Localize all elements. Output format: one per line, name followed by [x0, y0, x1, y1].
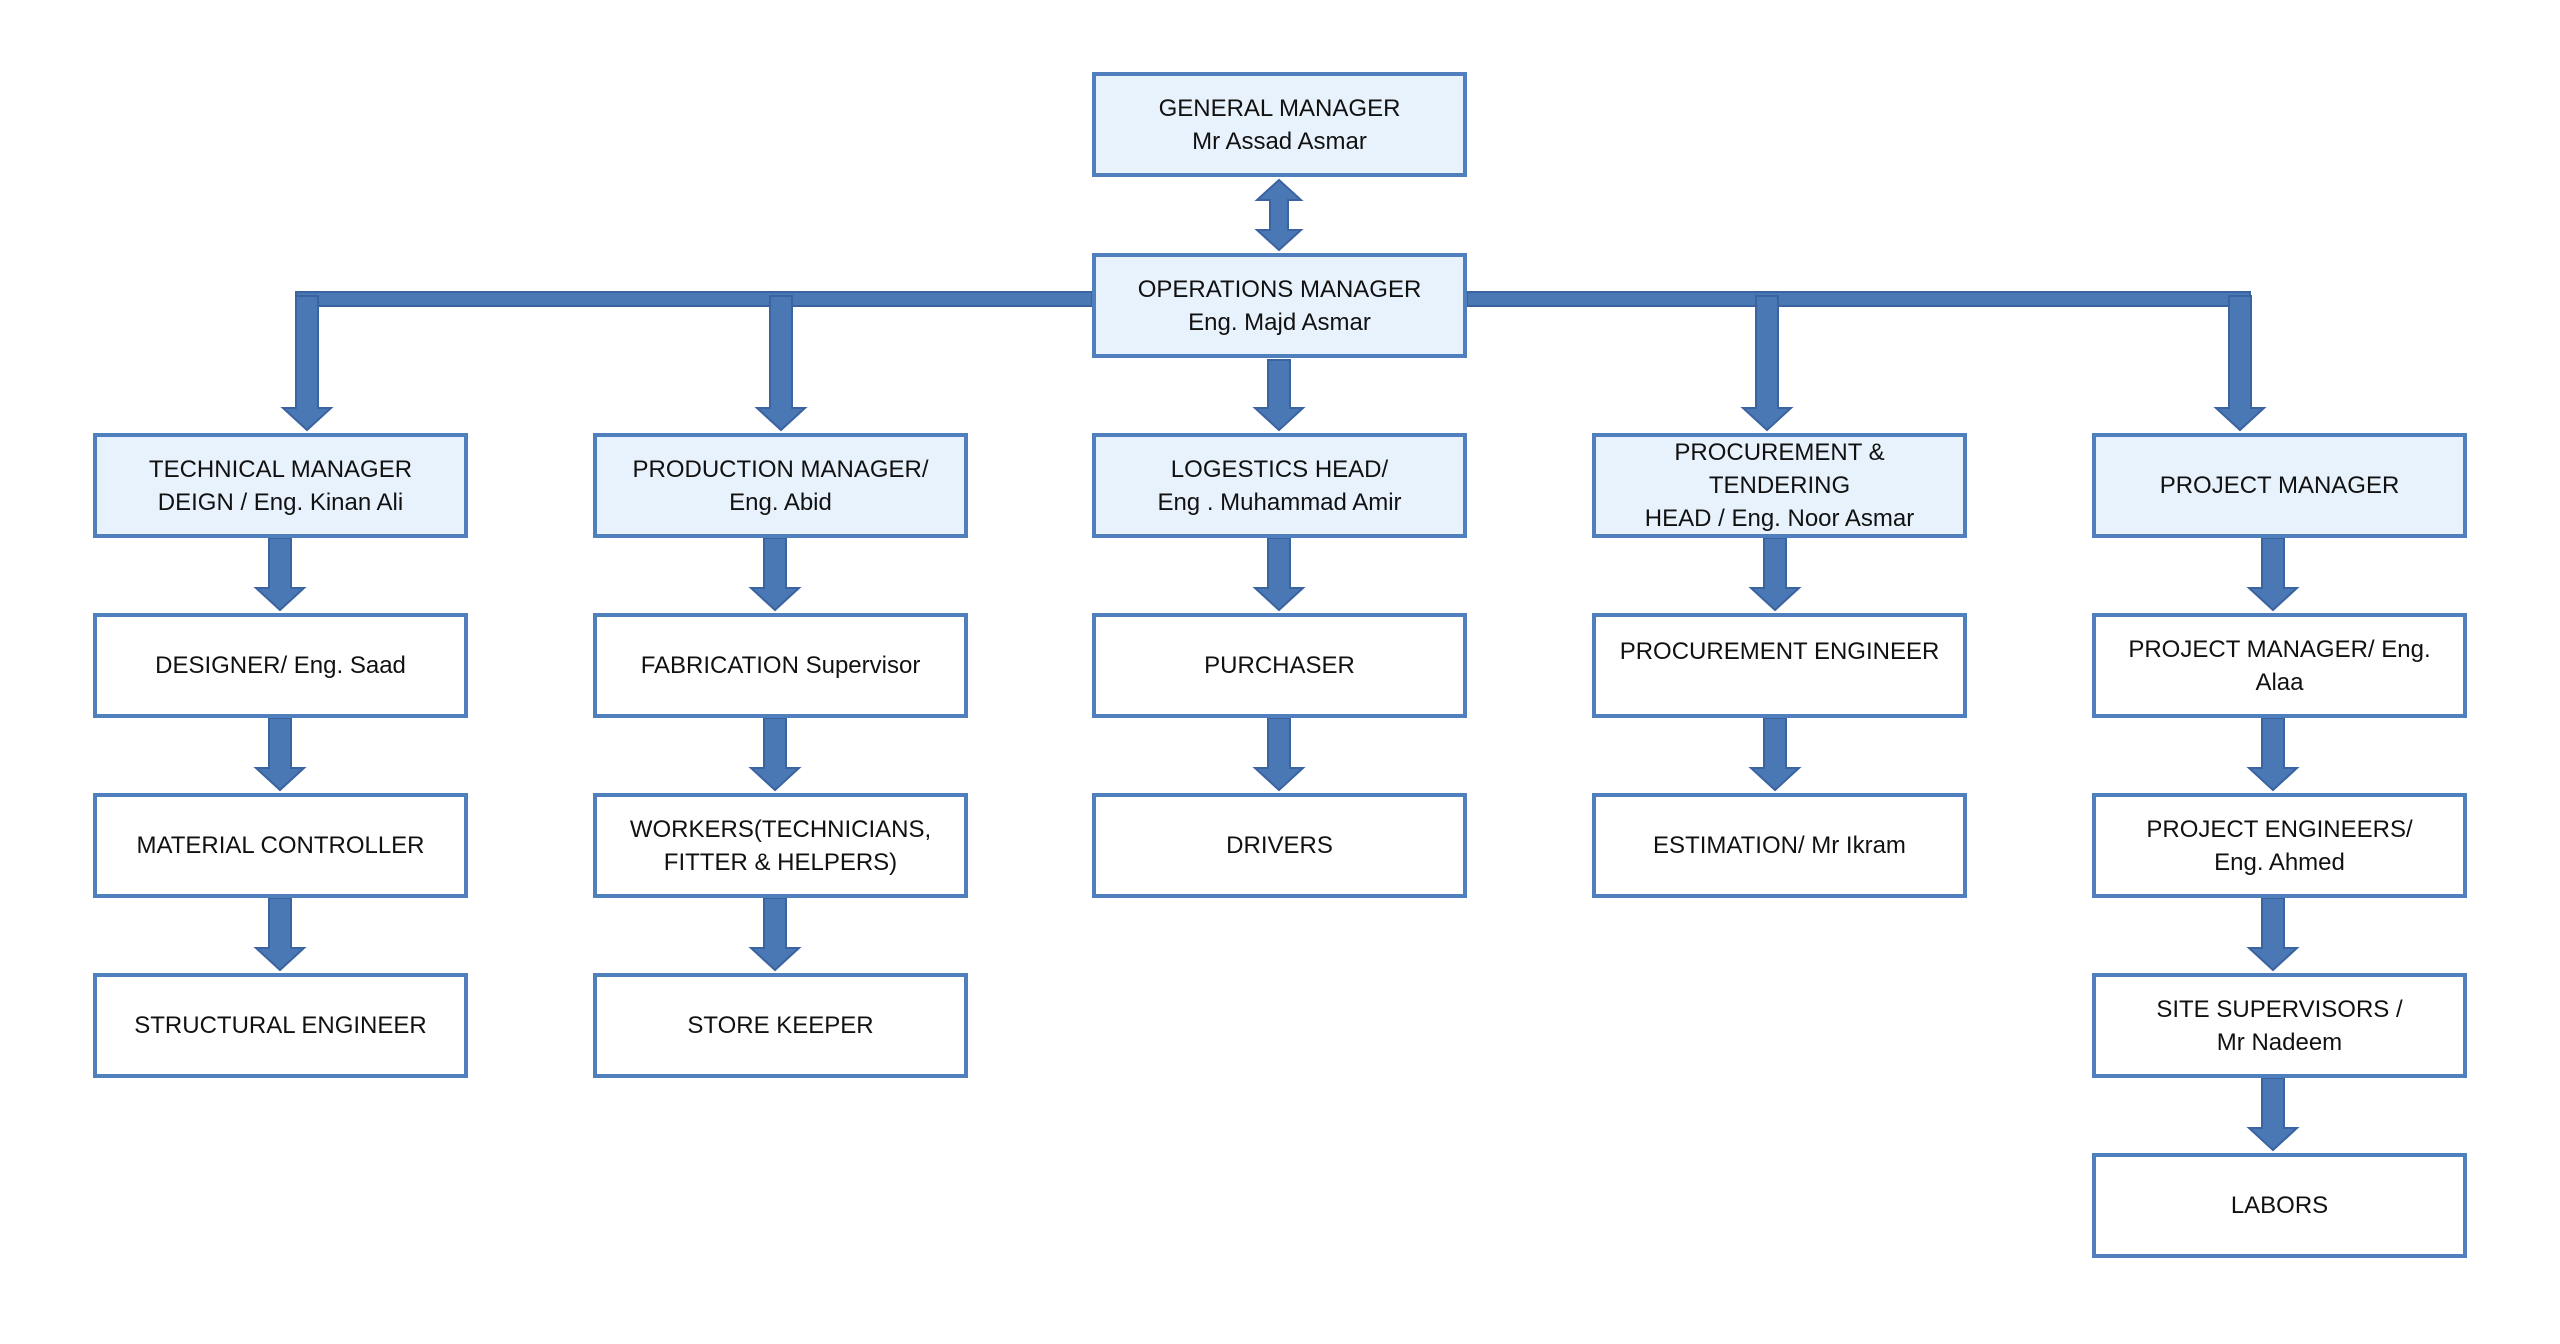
box-line: DESIGNER/ Eng. Saad	[155, 652, 406, 679]
chain-arrow-col5-4	[2246, 1077, 2300, 1152]
chain-arrow-col1-2	[253, 717, 307, 792]
box-line: FITTER & HELPERS)	[663, 848, 898, 876]
chain-arrow-col3-2	[1252, 717, 1306, 792]
box-line: TECHNICAL MANAGER	[148, 455, 413, 483]
drop-arrow-technical	[280, 295, 334, 432]
box-line: DEIGN / Eng. Kinan Ali	[157, 488, 404, 516]
general-manager-box: GENERAL MANAGER Mr Assad Asmar	[1092, 72, 1467, 177]
drop-arrow-procurement	[1740, 295, 1794, 432]
project-manager-alaa-box: PROJECT MANAGER/ Eng. Alaa	[2092, 613, 2467, 718]
box-line: PROJECT ENGINEERS/	[2146, 815, 2413, 843]
site-supervisors-box: SITE SUPERVISORS / Mr Nadeem	[2092, 973, 2467, 1078]
chain-arrow-col5-3	[2246, 897, 2300, 972]
operations-manager-box: OPERATIONS MANAGER Eng. Majd Asmar	[1092, 253, 1467, 358]
procurement-head-box: PROCUREMENT & TENDERING HEAD / Eng. Noor …	[1592, 433, 1967, 538]
chain-arrow-col1-1	[253, 537, 307, 612]
logistics-head-box: LOGESTICS HEAD/Eng . Muhammad Amir	[1092, 433, 1467, 538]
box-line: DRIVERS	[1226, 832, 1333, 859]
bus-bar-right	[1466, 291, 2251, 307]
chain-arrow-col1-3	[253, 897, 307, 972]
estimation-box: ESTIMATION/ Mr Ikram	[1592, 793, 1967, 898]
chain-arrow-col4-1	[1748, 537, 1802, 612]
project-manager-head-box: PROJECT MANAGER	[2092, 433, 2467, 538]
box-line: PROCUREMENT ENGINEER	[1619, 638, 1940, 665]
project-engineers-box: PROJECT ENGINEERS/Eng. Ahmed	[2092, 793, 2467, 898]
chain-arrow-col2-3	[748, 897, 802, 972]
chain-arrow-col5-1	[2246, 537, 2300, 612]
box-line: Eng. Ahmed	[2214, 848, 2345, 876]
chain-arrow-col3-1	[1252, 537, 1306, 612]
box-line: FABRICATION Supervisor	[640, 652, 921, 679]
box-line: LABORS	[2230, 1192, 2329, 1219]
designer-box: DESIGNER/ Eng. Saad	[93, 613, 468, 718]
labors-box: LABORS	[2092, 1153, 2467, 1258]
gm-ops-double-arrow	[1254, 178, 1304, 252]
box-line: PROJECT MANAGER	[2159, 472, 2400, 499]
fabrication-supervisor-box: FABRICATION Supervisor	[593, 613, 968, 718]
chain-arrow-col2-2	[748, 717, 802, 792]
workers-box: WORKERS(TECHNICIANS, FITTER & HELPERS)	[593, 793, 968, 898]
purchaser-box: PURCHASER	[1092, 613, 1467, 718]
general-manager-title: GENERAL MANAGER	[1158, 94, 1401, 122]
box-line: PRODUCTION MANAGER/	[632, 455, 929, 483]
box-line: PURCHASER	[1204, 652, 1355, 679]
box-line: STORE KEEPER	[687, 1012, 874, 1039]
box-line: PROJECT MANAGER/ Eng.	[2128, 635, 2431, 663]
box-line: Alaa	[2255, 668, 2304, 696]
production-manager-box: PRODUCTION MANAGER/Eng. Abid	[593, 433, 968, 538]
chain-arrow-col4-2	[1748, 717, 1802, 792]
box-line: PROCUREMENT & TENDERING	[1674, 439, 1885, 499]
operations-manager-name: Eng. Majd Asmar	[1188, 308, 1371, 336]
box-line: SITE SUPERVISORS /	[2156, 995, 2403, 1023]
box-line: WORKERS(TECHNICIANS,	[629, 815, 932, 843]
chain-arrow-col5-2	[2246, 717, 2300, 792]
box-line: STRUCTURAL ENGINEER	[134, 1012, 427, 1039]
general-manager-name: Mr Assad Asmar	[1192, 127, 1367, 155]
operations-manager-title: OPERATIONS MANAGER	[1137, 275, 1422, 303]
structural-engineer-box: STRUCTURAL ENGINEER	[93, 973, 468, 1078]
box-line: Eng. Abid	[729, 488, 832, 516]
chain-arrow-col2-1	[748, 537, 802, 612]
box-line: HEAD / Eng. Noor Asmar	[1644, 505, 1915, 532]
box-line: Eng . Muhammad Amir	[1157, 488, 1402, 516]
store-keeper-box: STORE KEEPER	[593, 973, 968, 1078]
box-line: ESTIMATION/ Mr Ikram	[1653, 832, 1906, 859]
drop-arrow-project	[2213, 295, 2267, 432]
drivers-box: DRIVERS	[1092, 793, 1467, 898]
technical-manager-box: TECHNICAL MANAGER DEIGN / Eng. Kinan Ali	[93, 433, 468, 538]
box-line: LOGESTICS HEAD/	[1170, 455, 1389, 483]
drop-arrow-production	[754, 295, 808, 432]
bus-bar-left	[295, 291, 1093, 307]
drop-arrow-logistics	[1252, 359, 1306, 432]
box-line: MATERIAL CONTROLLER	[136, 832, 425, 859]
box-line: Mr Nadeem	[2216, 1028, 2343, 1056]
procurement-engineer-box: PROCUREMENT ENGINEER	[1592, 613, 1967, 718]
material-controller-box: MATERIAL CONTROLLER	[93, 793, 468, 898]
